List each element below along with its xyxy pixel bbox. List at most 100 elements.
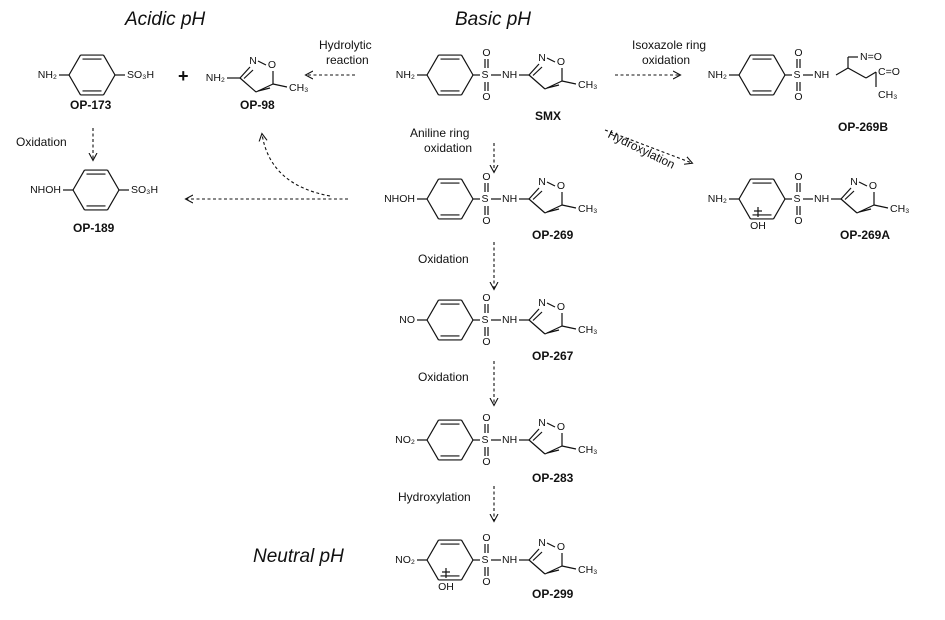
molecule-op269b: NH₂ SO O NH N=O C=O CH₃ (708, 47, 900, 103)
molecule-op269-oxo-bottom: O (482, 215, 490, 227)
molecule-op269a-sulfur: S (793, 193, 800, 205)
molecule-op269a-isoxazole-o: O (869, 180, 877, 192)
molecule-op299-methyl: CH₃ (578, 564, 597, 576)
molecule-op299-oxo-bottom: O (482, 576, 490, 588)
op173-sulfonic: SO₃H (127, 69, 154, 81)
molecule-op269a-isoxazole-n: N (850, 176, 858, 188)
molecule-op299-hydroxyl: OH (438, 581, 454, 593)
op98-methyl: CH₃ (289, 82, 308, 94)
compound-label-op269a: OP-269A (840, 228, 890, 242)
molecule-op269-isoxazole-n: N (538, 176, 546, 188)
label-hydroxylation-step: Hydroxylation (398, 490, 471, 504)
heading-acidic-ph: Acidic pH (124, 9, 206, 30)
molecule-smx-head: NH₂ (396, 69, 415, 81)
molecule-op299-sulfur: S (481, 554, 488, 566)
molecule-op267-sulfur: S (481, 314, 488, 326)
molecule-op299-head: NO₂ (395, 554, 415, 566)
heading-basic-ph: Basic pH (455, 9, 531, 30)
molecule-op299-isoxazole-o: O (557, 541, 565, 553)
molecule-smx-amine: NH (502, 69, 517, 81)
compound-label-op299: OP-299 (532, 587, 574, 601)
molecule-op269a-methyl: CH₃ (890, 203, 909, 215)
molecule-op269-amine: NH (502, 193, 517, 205)
op98-amino: NH₂ (206, 72, 225, 84)
label-hydrolytic-reaction-2: reaction (326, 53, 369, 67)
molecule-op269-methyl: CH₃ (578, 203, 597, 215)
molecule-op269b-oxo-top: O (794, 47, 802, 59)
arrow-op269-op98 (262, 134, 331, 197)
molecule-op269a-hydroxyl: OH (750, 220, 766, 232)
molecule-smx-oxo-top: O (482, 47, 490, 59)
molecule-smx-methyl: CH₃ (578, 79, 597, 91)
label-oxidation-op173: Oxidation (16, 135, 67, 149)
molecule-op269b-amine: NH (814, 69, 829, 81)
heading-neutral-ph: Neutral pH (253, 546, 344, 567)
molecule-op269-sulfur: S (481, 193, 488, 205)
molecule-op269a-oxo-top: O (794, 171, 802, 183)
molecule-op267-methyl: CH₃ (578, 324, 597, 336)
op98-isoxazole-n: N (249, 55, 257, 67)
molecule-op299-isoxazole-n: N (538, 537, 546, 549)
molecule-op269b-nitroso: N=O (860, 51, 882, 63)
compound-label-op173: OP-173 (70, 98, 112, 112)
molecule-op299-amine: NH (502, 554, 517, 566)
compound-label-smx: SMX (535, 109, 561, 123)
label-aniline-oxidation-1: Aniline ring (410, 126, 469, 140)
compound-label-op98: OP-98 (240, 98, 275, 112)
compound-label-op189: OP-189 (73, 221, 115, 235)
molecule-op267-oxo-bottom: O (482, 336, 490, 348)
molecule-op283-head: NO₂ (395, 434, 415, 446)
molecule-smx-isoxazole-o: O (557, 56, 565, 68)
op173-amino: NH₂ (38, 69, 57, 81)
molecule-op269a-head: NH₂ (708, 193, 727, 205)
compound-label-op269: OP-269 (532, 228, 574, 242)
molecule-op269b-sulfur: S (793, 69, 800, 81)
molecule-smx-isoxazole-n: N (538, 52, 546, 64)
molecule-op269-oxo-top: O (482, 171, 490, 183)
arrow-hydroxylation-op269a (604, 129, 692, 163)
molecule-op269a-amine: NH (814, 193, 829, 205)
molecule-op173: NH₂ SO₃H (38, 54, 154, 96)
molecule-op283-amine: NH (502, 434, 517, 446)
molecule-op267-oxo-top: O (482, 292, 490, 304)
molecule-smx-sulfur: S (481, 69, 488, 81)
molecule-op269a-oxo-bottom: O (794, 215, 802, 227)
molecule-op269-isoxazole-o: O (557, 180, 565, 192)
molecule-op269b-head: NH₂ (708, 69, 727, 81)
molecule-op283-oxo-bottom: O (482, 456, 490, 468)
compound-label-op267: OP-267 (532, 349, 574, 363)
plus-sign: + (178, 66, 189, 86)
op189-sulfonic: SO₃H (131, 184, 158, 196)
label-oxidation-step-2: Oxidation (418, 370, 469, 384)
molecule-op283-isoxazole-o: O (557, 421, 565, 433)
molecule-op299-oxo-top: O (482, 532, 490, 544)
op98-isoxazole-o: O (268, 59, 276, 71)
molecule-op283-oxo-top: O (482, 412, 490, 424)
molecule-op267-amine: NH (502, 314, 517, 326)
molecule-op283-sulfur: S (481, 434, 488, 446)
label-hydrolytic-reaction-1: Hydrolytic (319, 38, 372, 52)
label-isoxazole-oxidation-1: Isoxazole ring (632, 38, 706, 52)
molecule-op283-isoxazole-n: N (538, 417, 546, 429)
label-oxidation-step-1: Oxidation (418, 252, 469, 266)
label-aniline-oxidation-2: oxidation (424, 141, 472, 155)
molecule-op269b-aldehyde: C=O (878, 66, 900, 78)
compound-label-op283: OP-283 (532, 471, 574, 485)
molecule-smx-oxo-bottom: O (482, 91, 490, 103)
molecule-op283-methyl: CH₃ (578, 444, 597, 456)
label-isoxazole-oxidation-2: oxidation (642, 53, 690, 67)
molecule-op267-head: NO (399, 314, 415, 326)
molecule-op269b-methyl: CH₃ (878, 89, 897, 101)
molecule-op269b-oxo-bottom: O (794, 91, 802, 103)
molecule-op267-isoxazole-o: O (557, 301, 565, 313)
